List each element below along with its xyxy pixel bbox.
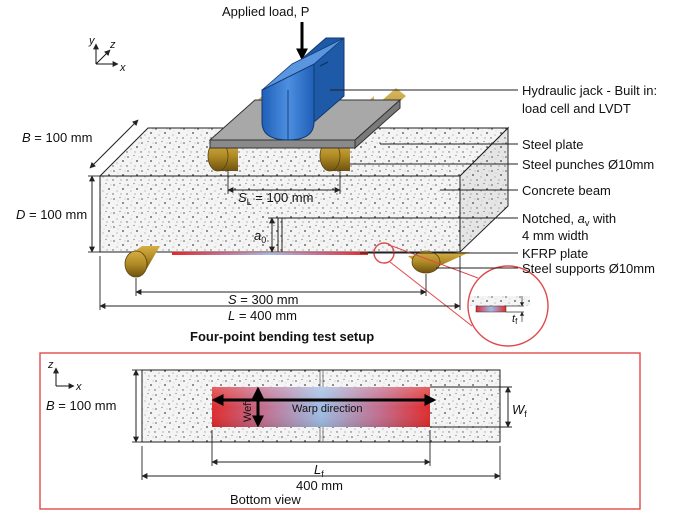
bottom-axis-x-label: x	[75, 381, 82, 393]
bottom-axes: z x	[47, 359, 82, 393]
axis-x-label: x	[119, 62, 126, 74]
dim-L: L = 400 mm	[99, 256, 461, 323]
dim-a0: a0	[254, 217, 278, 253]
dim-D-label: D = 100 mm	[16, 207, 87, 222]
steel-supports-label: Steel supports Ø10mm	[522, 261, 655, 276]
warp-direction-label: Warp direction	[292, 403, 363, 415]
notched-label-line2: 4 mm width	[522, 228, 588, 243]
jack-label-line1: Hydraulic jack - Built in:	[522, 83, 657, 98]
top-view-title: Four-point bending test setup	[190, 329, 374, 344]
steel-plate-label: Steel plate	[522, 137, 583, 152]
dim-bottom-length-label: 400 mm	[296, 478, 343, 493]
dim-D: D = 100 mm	[16, 175, 100, 253]
steel-punches-label: Steel punches Ø10mm	[522, 157, 654, 172]
top-axes: y z x	[88, 35, 126, 74]
hydraulic-jack	[261, 37, 345, 141]
dim-SL: SL = 100 mm	[227, 170, 341, 207]
tf-label: tf	[512, 313, 518, 326]
dim-L-label: L = 400 mm	[228, 308, 297, 323]
dim-bottom-length: 400 mm	[141, 446, 501, 493]
weft-label: Weft	[242, 400, 254, 422]
dim-Wf-label: Wf	[512, 402, 527, 419]
concrete-beam-label: Concrete beam	[522, 183, 611, 198]
dim-B-top: B = 100 mm	[22, 119, 139, 169]
dim-SL-label: SL = 100 mm	[238, 190, 313, 207]
bottom-view-title: Bottom view	[230, 492, 301, 507]
axis-y-label: y	[88, 35, 96, 47]
detail-callout: tf	[373, 242, 549, 347]
dim-bottom-B-label: B = 100 mm	[46, 398, 116, 413]
callouts: Hydraulic jack - Built in: load cell and…	[282, 83, 657, 276]
kfrp-plate-side	[172, 251, 368, 255]
steel-supports	[124, 246, 470, 278]
dim-Wf: Wf	[430, 386, 527, 428]
dim-a0-label: a0	[254, 228, 266, 245]
dim-bottom-B: B = 100 mm	[46, 369, 142, 443]
kfrp-plate-label: KFRP plate	[522, 246, 588, 261]
notch	[277, 217, 283, 252]
notched-label-line1: Notched, av with	[522, 211, 616, 228]
kfrp-plate-bottom: Warp direction Weft	[211, 386, 437, 428]
jack-label-line2: load cell and LVDT	[522, 101, 631, 116]
applied-load-label: Applied load, P	[222, 4, 309, 19]
dim-B-label: B = 100 mm	[22, 130, 92, 145]
bottom-axis-z-label: z	[47, 359, 54, 371]
axis-z-label: z	[109, 39, 116, 51]
dim-S-label: S = 300 mm	[228, 292, 298, 307]
dim-S: S = 300 mm	[135, 274, 427, 307]
